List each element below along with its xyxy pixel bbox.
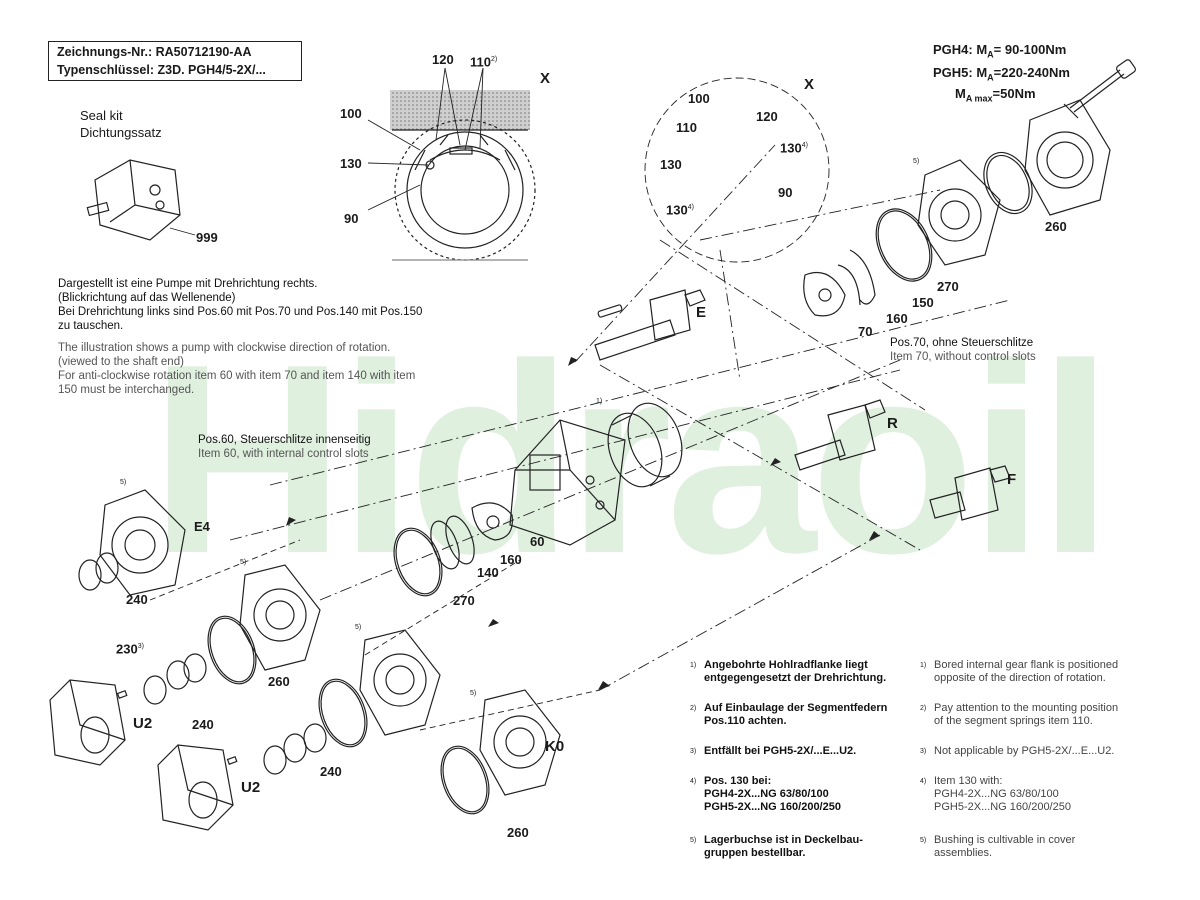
torque-specs: PGH4: MA= 90-100Nm PGH5: MA=220-240Nm [933, 41, 1070, 86]
flange-center [359, 629, 441, 736]
label-260-bottom: 260 [507, 825, 529, 840]
detail-x-130-left: 130 [660, 157, 682, 172]
o-ring-260-a [207, 615, 257, 685]
plate-60 [471, 502, 513, 541]
label-140: 140 [477, 565, 499, 580]
gear-label-100: 100 [340, 106, 362, 121]
label-shaft-r: R [887, 415, 898, 432]
label-cover-u2-upper: U2 [133, 715, 153, 732]
label-240-mid: 240 [192, 717, 214, 732]
label-260-top: 260 [1045, 219, 1067, 234]
shaft-f [929, 465, 1011, 521]
flange-top [917, 159, 1001, 266]
plate-70 [803, 271, 846, 317]
label-60: 60 [530, 534, 545, 549]
seal-140 [445, 515, 475, 565]
torque-pgh5: PGH5: MA=220-240Nm [933, 64, 1070, 83]
label-cover-u2-lower: U2 [241, 779, 261, 796]
label-240-left: 240 [126, 592, 148, 607]
flange-k0 [479, 689, 561, 796]
gear-label-90: 90 [344, 211, 359, 226]
rear-cover [1024, 99, 1111, 216]
detail-x-circle [644, 77, 830, 263]
desc-de-2: (Blickrichtung auf das Wellenende) [58, 292, 236, 304]
gear-label-130: 130 [340, 156, 362, 171]
detail-x-90: 90 [778, 185, 793, 200]
footnote-ref-5-e4: 5) [120, 479, 127, 486]
type-code: Typenschlüssel: Z3D. PGH4/5-2X/... [57, 63, 266, 77]
assembly-axis-lines [229, 144, 1011, 691]
gear-label-120: 120 [432, 52, 454, 67]
pump-housing [509, 419, 626, 546]
o-ring-270-top [875, 208, 933, 282]
flange-middle [239, 564, 321, 671]
desc-en-1: The illustration shows a pump with clock… [58, 342, 391, 354]
label-cover-k0: K0 [545, 738, 565, 755]
detail-x-130-right: 1304) [780, 140, 808, 156]
label-160-top: 160 [886, 311, 908, 326]
label-270: 270 [453, 593, 475, 608]
torque-max: MA max=50Nm [955, 86, 1036, 104]
desc-de-3: Bei Drehrichtung links sind Pos.60 mit P… [58, 306, 423, 318]
gear-section-detail [390, 90, 536, 261]
desc-en-4: 150 must be interchanged. [58, 384, 195, 396]
label-cover-e4: E4 [194, 519, 210, 534]
label-70: 70 [858, 324, 873, 339]
watermark-logo: Hidraoil [150, 309, 1113, 610]
shaft-r [794, 399, 886, 471]
detail-x-130-bottom: 1304) [666, 202, 694, 218]
seal-kit-caption: Seal kit Dichtungssatz [80, 107, 162, 141]
label-160: 160 [500, 552, 522, 567]
footnote-ref-5-mid: 5) [240, 559, 247, 566]
desc-en-3: For anti-clockwise rotation item 60 with… [58, 370, 416, 382]
label-270-top: 270 [937, 279, 959, 294]
drawing-title-box: Zeichnungs-Nr.: RA50712190-AA Typenschlü… [48, 41, 302, 81]
seal-kit-pump [86, 159, 181, 241]
torque-pgh4: PGH4: MA= 90-100Nm [933, 42, 1067, 60]
detail-x-120: 120 [756, 109, 778, 124]
pos70-note-en: Item 70, without control slots [890, 351, 1036, 363]
seal-kit-item: 999 [196, 230, 218, 245]
seal-kit-en: Seal kit [80, 108, 123, 123]
desc-en-2: (viewed to the shaft end) [58, 356, 184, 368]
pos70-note-de: Pos.70, ohne Steuerschlitze [890, 337, 1034, 349]
detail-x-110: 110 [676, 120, 697, 135]
o-ring-260-c [440, 745, 490, 815]
label-230: 2303) [116, 641, 144, 657]
ring-gear [607, 402, 683, 488]
cover-u2-upper [49, 679, 128, 766]
gear-detail-letter: X [540, 70, 551, 87]
detail-x-100: 100 [688, 91, 710, 106]
label-150: 150 [912, 295, 934, 310]
seal-kit-de: Dichtungssatz [80, 125, 162, 140]
cover-e4 [99, 489, 186, 596]
footnote-ref-5-top: 5) [913, 158, 920, 165]
detail-x-letter: X [804, 76, 815, 93]
gear-label-110: 1102) [470, 54, 498, 70]
ring-240-a [78, 559, 102, 591]
footnote-ref-5-k0: 5) [470, 690, 477, 697]
label-shaft-f: F [1007, 471, 1017, 488]
label-shaft-e: E [696, 304, 707, 321]
label-260-mid: 260 [268, 674, 290, 689]
ring-240-c [263, 745, 287, 775]
shaft-e [594, 289, 706, 361]
desc-de-1: Dargestellt ist eine Pumpe mit Drehricht… [58, 278, 318, 290]
bolt [1063, 59, 1136, 119]
cover-u2-lower [157, 744, 238, 831]
pos60-note-en: Item 60, with internal control slots [198, 448, 369, 460]
ring-230 [166, 660, 190, 690]
seal-160 [430, 520, 460, 570]
o-ring-260-b [318, 678, 368, 748]
pos60-note-de: Pos.60, Steuerschlitze innenseitig [198, 434, 371, 446]
drawing-number: Zeichnungs-Nr.: RA50712190-AA [57, 45, 252, 59]
footnote-ref-5-center: 5) [355, 624, 362, 631]
o-ring-260-top [983, 151, 1033, 215]
label-240-bottom: 240 [320, 764, 342, 779]
footnote-ref-1: 1) [596, 398, 603, 405]
desc-de-4: zu tauschen. [58, 320, 124, 332]
o-ring-270 [393, 527, 443, 597]
seal-150 [849, 249, 876, 305]
